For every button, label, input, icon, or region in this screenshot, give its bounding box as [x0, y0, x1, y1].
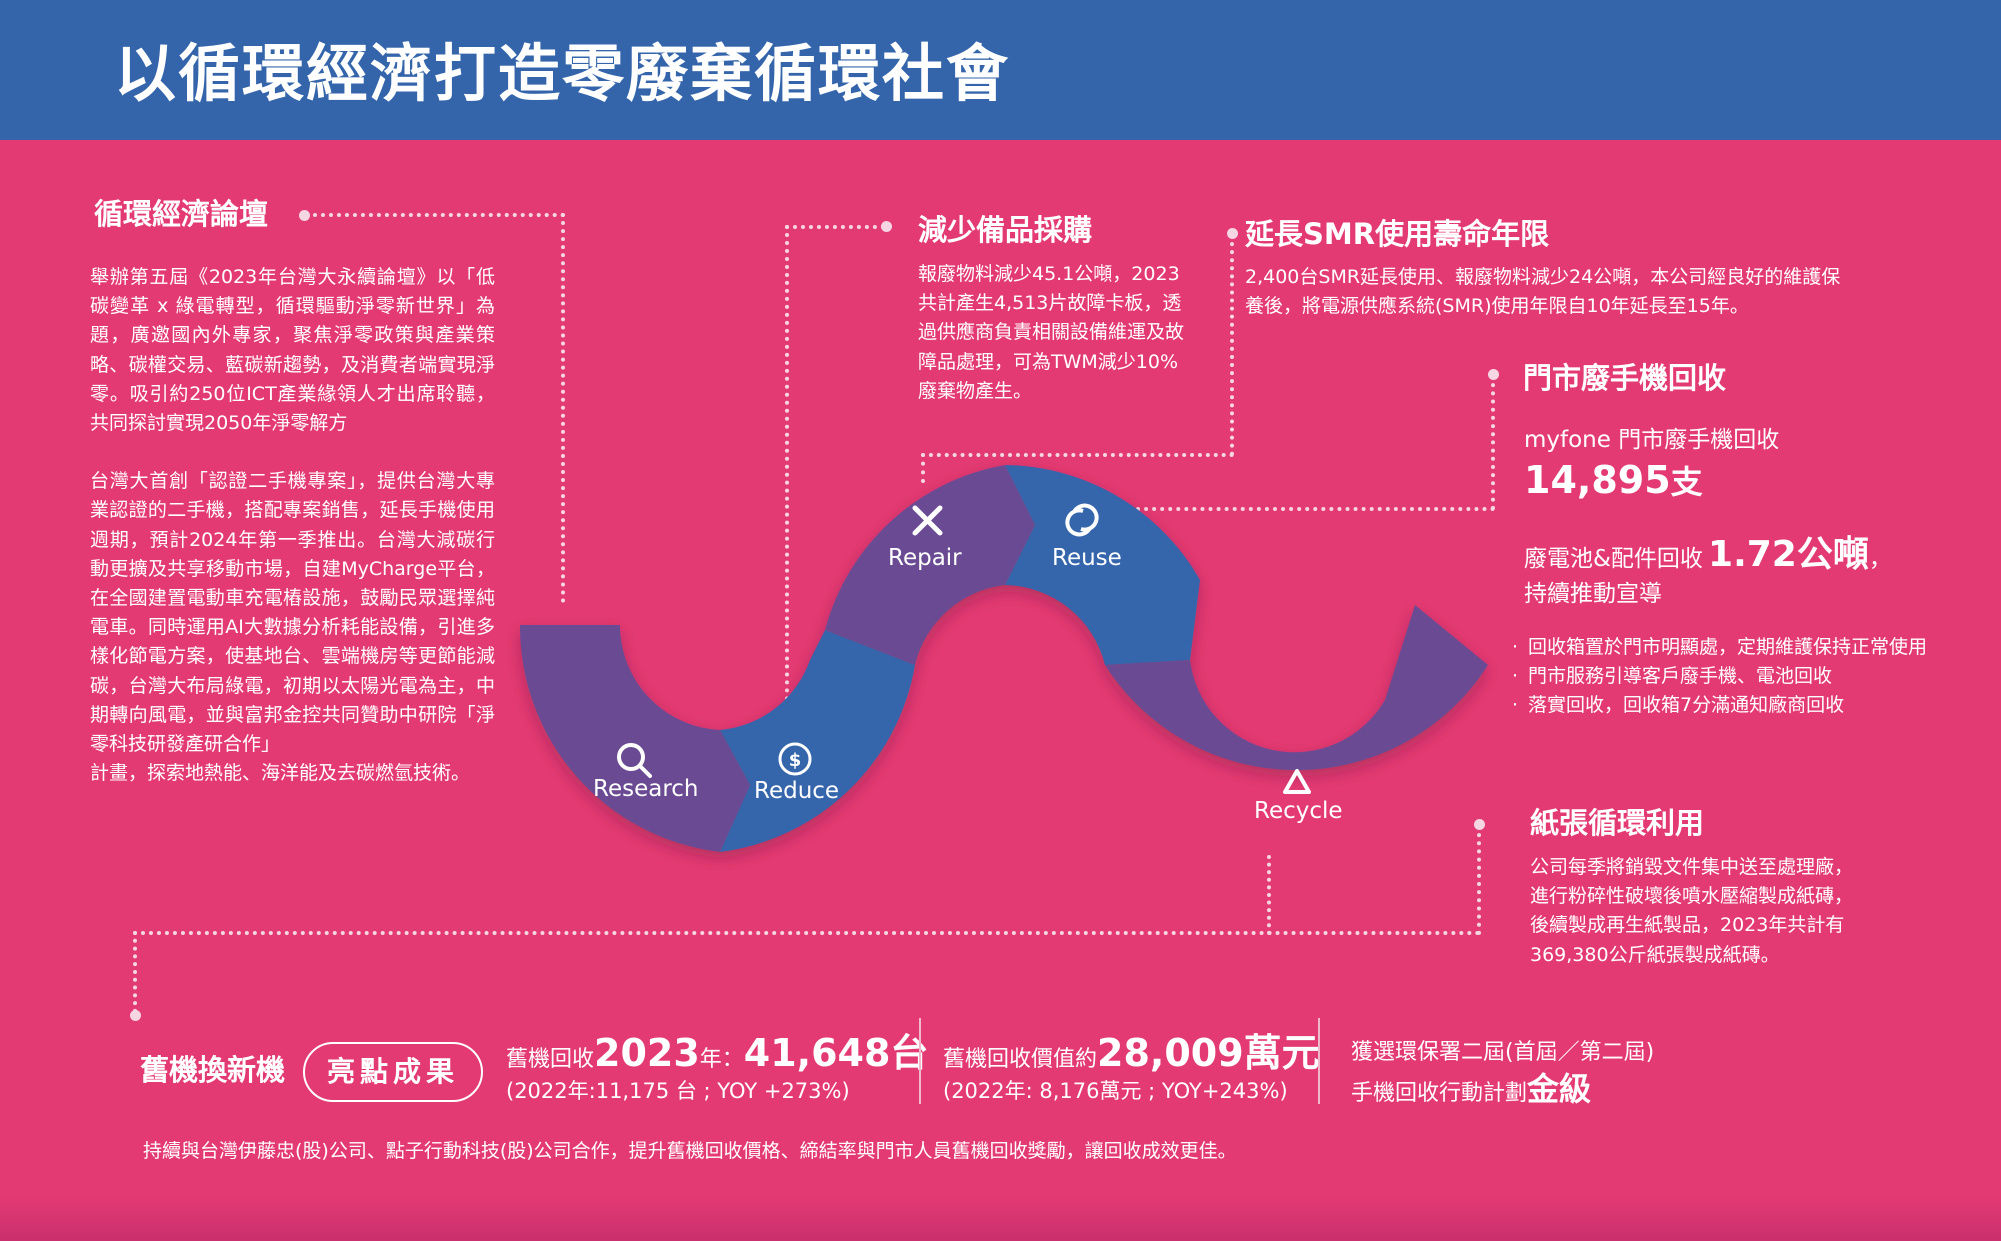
line-store-v	[1491, 375, 1495, 510]
battery-value: 1.72公噸	[1708, 534, 1869, 575]
line-spares-v	[785, 225, 789, 725]
line-paper-h	[133, 931, 1481, 935]
store-battery: 廢電池&配件回收 1.72公噸，	[1524, 525, 1892, 577]
footer-band	[0, 1195, 2001, 1241]
tradein-title: 舊機換新機	[140, 1053, 286, 1087]
forum-title: 循環經濟論壇	[94, 197, 269, 231]
reduce-icon: $	[778, 742, 812, 776]
paper-title: 紙張循環利用	[1530, 806, 1705, 840]
research-icon	[617, 743, 652, 778]
separator-2	[1318, 1018, 1320, 1104]
battery-label: 廢電池&配件回收	[1524, 546, 1703, 572]
svg-text:$: $	[789, 750, 802, 771]
separator-1	[919, 1018, 921, 1104]
store-line3: 持續推動宣導	[1524, 581, 1662, 607]
line-forum-v	[561, 213, 565, 603]
store-title: 門市廢手機回收	[1523, 361, 1727, 395]
line-recycle-v	[1267, 855, 1271, 935]
stat3-value: 金級	[1527, 1070, 1592, 1108]
label-reuse: Reuse	[1052, 545, 1122, 571]
forum-paragraph-2: 台灣大首創「認證二手機專案」，提供台灣大專業認證的二手機，搭配專案銷售，延長手機…	[90, 470, 495, 756]
reuse-icon	[1065, 503, 1099, 537]
smr-title: 延長SMR使用壽命年限	[1245, 217, 1550, 251]
line-smr-v	[1230, 234, 1234, 456]
label-research: Research	[593, 776, 699, 802]
forum-body: 舉辦第五屆《2023年台灣大永續論壇》以「低碳變革 x 綠電轉型，循環驅動淨零新…	[90, 263, 495, 788]
spares-title: 減少備品採購	[918, 213, 1093, 247]
store-count-value: 14,895	[1524, 458, 1671, 502]
header-banner: 以循環經濟打造零廢棄循環社會	[0, 0, 2001, 140]
tradein-stat-1: 舊機回收2023年：41,648台	[506, 1022, 928, 1077]
store-line1: myfone 門市廢手機回收	[1524, 427, 1780, 453]
forum-paragraph-3: 計畫，探索地熱能、海洋能及去碳燃氫技術。	[90, 762, 471, 785]
line-smr-down	[921, 453, 925, 483]
line-store-h	[1136, 507, 1495, 511]
store-bullet-2: 門市服務引導客戶廢手機、電池回收	[1512, 662, 1927, 691]
spares-body: 報廢物料減少45.1公噸，2023共計產生4,513片故障卡板，透過供應商負責相…	[918, 263, 1185, 402]
dot-forum	[299, 210, 310, 221]
highlight-pill: 亮點成果	[303, 1042, 483, 1102]
stat2-prefix: 舊機回收價值約	[943, 1047, 1098, 1072]
stat2-sub: (2022年: 8,176萬元 ; YOY+243%)	[943, 1079, 1288, 1103]
store-count-unit: 支	[1670, 463, 1703, 501]
recycle-icon	[1283, 769, 1311, 794]
dot-paper	[1474, 819, 1485, 830]
stat1-mid: 年：	[699, 1047, 744, 1072]
repair-icon	[912, 505, 943, 536]
stat3-line1: 獲選環保署二屆(首屆／第二屆)	[1351, 1040, 1655, 1065]
battery-suffix: ，	[1868, 546, 1892, 572]
arc-recycle	[1105, 605, 1488, 771]
stat1-sub: (2022年:11,175 台 ; YOY +273%)	[506, 1079, 850, 1103]
arc-reduce	[720, 630, 915, 852]
line-paper-v	[1477, 825, 1481, 935]
paper-body: 公司每季將銷毀文件集中送至處理廠，進行粉碎性破壞後噴水壓縮製成紙磚，後續製成再生…	[1530, 856, 1854, 966]
line-smr-h	[921, 453, 1234, 457]
store-bullets: 回收箱置於門市明顯處，定期維護保持正常使用 門市服務引導客戶廢手機、電池回收 落…	[1512, 633, 1927, 720]
store-count: 14,895支	[1524, 457, 1703, 503]
stat3-line2: 手機回收行動計劃金級	[1351, 1064, 1591, 1110]
forum-paragraph-1: 舉辦第五屆《2023年台灣大永續論壇》以「低碳變革 x 綠電轉型，循環驅動淨零新…	[90, 266, 495, 435]
label-repair: Repair	[888, 545, 962, 571]
store-bullet-1: 回收箱置於門市明顯處，定期維護保持正常使用	[1512, 633, 1927, 662]
line-spares-h	[785, 225, 885, 229]
label-reduce: Reduce	[754, 778, 840, 804]
stat1-year: 2023	[594, 1031, 700, 1075]
page-title: 以循環經濟打造零廢棄循環社會	[114, 37, 1011, 110]
line-forum-h	[305, 213, 565, 217]
stat1-value: 41,648台	[743, 1031, 929, 1075]
arc-research	[519, 625, 750, 852]
tradein-footer: 持續與台灣伊藤忠(股)公司、點子行動科技(股)公司合作，提升舊機回收價格、締結率…	[143, 1140, 1237, 1162]
store-bullet-3: 落實回收，回收箱7分滿通知廠商回收	[1512, 691, 1927, 720]
dot-store	[1488, 369, 1499, 380]
stat3-prefix: 手機回收行動計劃	[1351, 1081, 1528, 1106]
arc-reuse	[1005, 465, 1200, 665]
tradein-stat-2: 舊機回收價值約28,009萬元	[943, 1022, 1320, 1077]
smr-body: 2,400台SMR延長使用、報廢物料減少24公噸，本公司經良好的維護保養後，將電…	[1245, 266, 1841, 318]
dot-tradein	[130, 1010, 141, 1021]
line-tradein-v	[133, 931, 137, 1013]
dot-smr	[1227, 228, 1238, 239]
stat1-prefix: 舊機回收	[506, 1047, 595, 1072]
label-recycle: Recycle	[1254, 798, 1343, 824]
arc-repair	[825, 465, 1035, 665]
stat2-value: 28,009萬元	[1097, 1031, 1320, 1075]
dot-spares	[881, 221, 892, 232]
